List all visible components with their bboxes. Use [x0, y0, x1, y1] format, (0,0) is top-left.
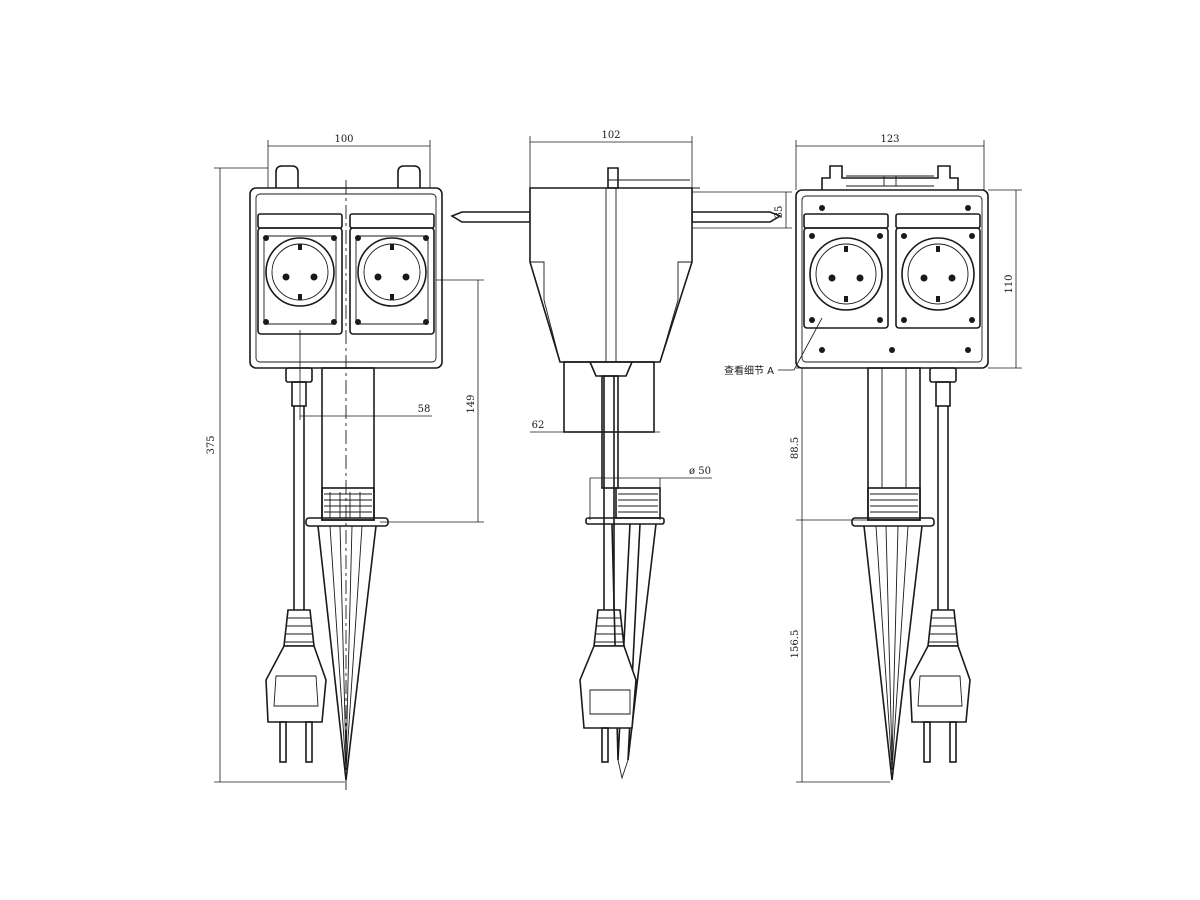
front-width-dimension: 100: [267, 134, 431, 190]
side-view: 102 35 62: [450, 130, 792, 780]
back-top-bracket: [821, 165, 959, 192]
front-149-label: 149: [466, 394, 477, 413]
back-post: [867, 367, 921, 521]
back-width-dimension: 123: [795, 134, 985, 190]
front-plug: [265, 609, 327, 763]
back-spike: [863, 525, 923, 781]
back-cable-gland: [935, 381, 951, 407]
side-thread: [615, 487, 661, 519]
front-view: 100 375: [206, 134, 484, 790]
detail-note-label: 查看细节 A: [724, 364, 774, 377]
back-socket-right: [895, 227, 981, 329]
back-thread: [867, 487, 921, 521]
side-35-dimension: 35: [692, 191, 792, 229]
back-housing: [795, 189, 989, 369]
front-top-tab-right: [397, 165, 421, 188]
back-156-5-label: 156.5: [790, 630, 801, 659]
front-cable-gland: [291, 381, 307, 407]
side-62-dimension: 62: [530, 420, 660, 433]
side-width-dimension: 102: [529, 130, 693, 188]
side-lid-left: [450, 211, 531, 223]
back-width-label: 123: [880, 134, 899, 145]
side-plug: [579, 609, 637, 763]
back-collar: [851, 517, 935, 527]
front-height-label: 375: [206, 435, 217, 454]
front-thread: [321, 487, 375, 521]
back-88-5-label: 88.5: [790, 437, 801, 459]
side-diameter-label: ø 50: [689, 466, 711, 477]
side-width-label: 102: [601, 130, 620, 141]
front-socket-right: [349, 227, 435, 335]
front-58-label: 58: [418, 404, 431, 415]
side-35-label: 35: [774, 206, 785, 219]
front-collar: [305, 517, 389, 527]
front-top-tab-left: [275, 165, 299, 188]
detail-note: 查看细节 A: [724, 317, 823, 377]
back-110-label: 110: [1004, 274, 1015, 293]
back-socket-left: [803, 227, 889, 329]
back-plug: [909, 609, 971, 763]
front-149-dimension: 149: [380, 279, 484, 523]
front-width-label: 100: [334, 134, 353, 145]
front-spike: [317, 525, 377, 781]
back-view: 123: [724, 134, 1022, 783]
back-110-dimension: 110: [988, 189, 1022, 369]
back-vertical-dimensions: 88.5 156.5: [790, 367, 890, 783]
front-socket-left: [257, 227, 343, 335]
side-diameter-dimension: ø 50: [589, 466, 712, 520]
side-lid-right: [691, 211, 782, 223]
side-62-label: 62: [532, 420, 545, 431]
front-height-dimension: 375: [206, 167, 345, 783]
